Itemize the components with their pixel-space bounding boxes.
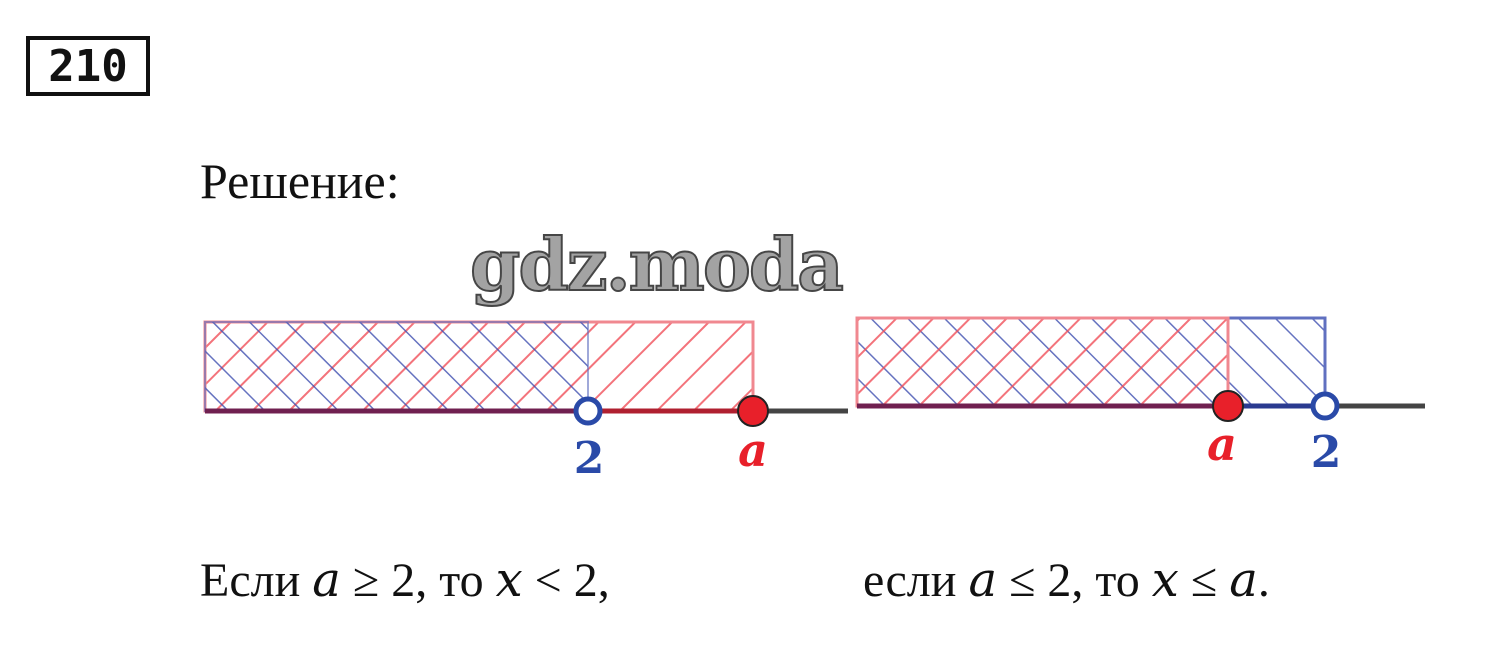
blue-hatch-region xyxy=(204,321,589,412)
diagram-right: a 2 xyxy=(855,316,1425,478)
label-a: a xyxy=(738,423,768,477)
condition-left: Если a ≥ 2, то x < 2, xyxy=(200,552,610,608)
var-a: a xyxy=(968,552,998,608)
closed-point-a xyxy=(1212,390,1244,422)
var-x: x xyxy=(1151,552,1179,608)
watermark-logo: gdz.moda xyxy=(469,221,845,308)
closed-point-a xyxy=(737,395,769,427)
text: . xyxy=(1257,554,1270,607)
var-x: x xyxy=(495,552,523,608)
text: ≤ xyxy=(1178,554,1230,607)
var-a: a xyxy=(1229,552,1258,608)
label-2: 2 xyxy=(574,433,605,484)
label-2: 2 xyxy=(1311,427,1342,478)
text: Если xyxy=(200,554,313,607)
solution-heading: Решение: xyxy=(200,153,400,209)
open-point-2 xyxy=(1310,391,1340,421)
red-hatch-region xyxy=(855,316,1230,408)
open-point-2 xyxy=(573,396,603,426)
text: < 2, xyxy=(522,554,610,607)
label-a: a xyxy=(1207,417,1237,471)
problem-number: 210 xyxy=(26,36,150,96)
text: если xyxy=(863,554,969,607)
text: ≤ 2, то xyxy=(997,554,1152,607)
text: ≥ 2, то xyxy=(340,554,496,607)
condition-right: если a ≤ 2, то x ≤ a. xyxy=(863,552,1270,608)
diagram-left: 2 a xyxy=(203,320,848,484)
var-a: a xyxy=(312,552,341,608)
